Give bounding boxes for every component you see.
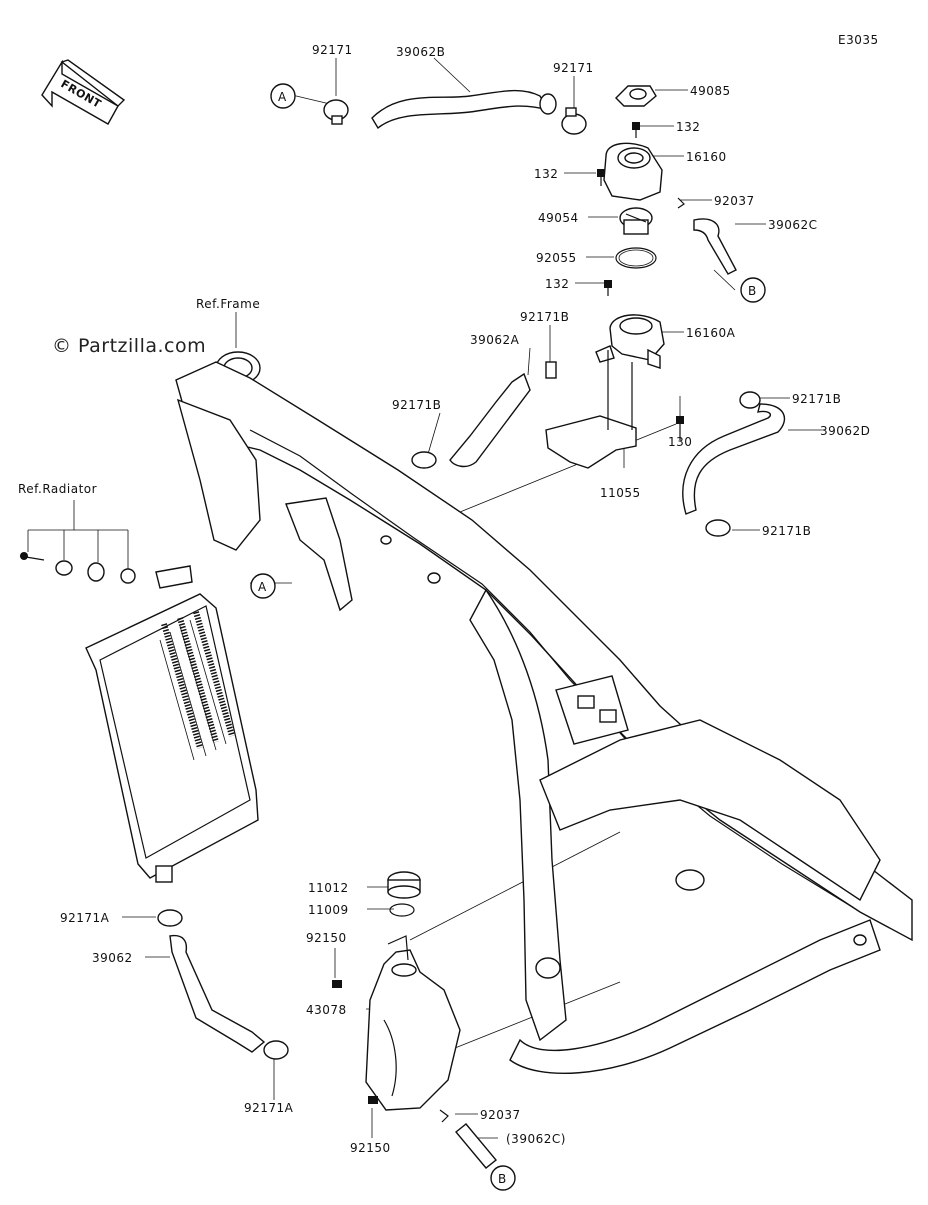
diagram-code: E3035 [838,33,879,47]
label-11009: 11009 [308,903,349,917]
label-92171b-d: 92171B [762,524,811,538]
callout-a-top: A [270,83,296,109]
callout-b-top: B [740,277,766,303]
clip-92037-bottom [439,1109,449,1123]
label-92055: 92055 [536,251,577,265]
callout-a-mid: A [250,573,276,599]
housing-16160a [609,314,665,369]
clamp-92171a-a [157,909,183,927]
label-39062a: 39062A [470,333,520,347]
callout-b-bottom: B [490,1165,516,1191]
label-43078: 43078 [306,1003,347,1017]
hose-39062 [169,934,266,1053]
label-16160a: 16160A [686,326,736,340]
radiator-hardware [19,552,136,584]
label-130: 130 [668,435,692,449]
thermostat-49054 [619,207,653,235]
label-92171b-c: 92171B [792,392,841,406]
svg-text:B: B [498,1172,507,1186]
reservoir-cap-11012 [387,871,421,899]
label-92171b-b: 92171B [392,398,441,412]
reservoir-43078 [365,935,461,1111]
bolt-92150-b [368,1096,378,1104]
front-arrow-icon: FRONT [41,59,126,125]
label-132-a: 132 [676,120,700,134]
clamp-92171b-b [411,451,437,469]
label-132-b: 132 [534,167,558,181]
clamp-92171-left [323,99,349,125]
clamp-92171b-d [705,519,731,537]
label-49085: 49085 [690,84,731,98]
label-ref-frame: Ref.Frame [196,297,260,311]
bolt-132-b [597,169,605,186]
part-labels: 92171 39062B 92171 49085 132 16160 132 9… [18,43,870,1155]
bolt-92150-a [332,980,342,988]
hose-39062b [371,89,557,130]
label-ref-radiator: Ref.Radiator [18,482,97,496]
label-39062c: 39062C [768,218,818,232]
svg-text:A: A [258,580,267,594]
motorcycle-frame [175,351,913,1075]
bolt-132-a [632,122,640,138]
label-92037-top: 92037 [714,194,755,208]
clamp-92171-right [561,107,587,135]
label-92171a-a: 92171A [60,911,110,925]
label-11055: 11055 [600,486,641,500]
hose-39062a [449,345,615,468]
label-92171b-a: 92171B [520,310,569,324]
label-49054: 49054 [538,211,579,225]
label-39062b: 39062B [396,45,445,59]
label-11012: 11012 [308,881,349,895]
hose-39062d [682,403,786,515]
hose-39062c [693,218,737,275]
housing-16160 [603,142,663,201]
label-92150-a: 92150 [306,931,347,945]
bolt-132-c [604,280,612,296]
clamp-92171b-c [739,391,761,409]
clamp-92171a-b [263,1040,289,1060]
label-92171-top-right: 92171 [553,61,594,75]
hose-39062c-bottom [455,1123,497,1169]
label-92171a-b: 92171A [244,1101,294,1115]
label-92150-b: 92150 [350,1141,391,1155]
svg-text:A: A [278,90,287,104]
label-39062d: 39062D [820,424,870,438]
clip-92037-top [677,197,685,209]
label-39062: 39062 [92,951,133,965]
label-92171-top-left: 92171 [312,43,353,57]
radiator [85,565,259,883]
label-132-c: 132 [545,277,569,291]
copyright-watermark: © Partzilla.com [52,335,206,357]
label-92037-bottom: 92037 [480,1108,521,1122]
label-16160: 16160 [686,150,727,164]
gasket-11009 [389,903,415,917]
svg-text:B: B [748,284,757,298]
cap-49085 [615,85,657,107]
bracket-11055 [545,350,637,469]
clamp-92171b-a [545,361,557,379]
oring-92055 [615,247,657,269]
label-39062c-paren: (39062C) [506,1132,566,1146]
bolt-130 [676,416,684,440]
